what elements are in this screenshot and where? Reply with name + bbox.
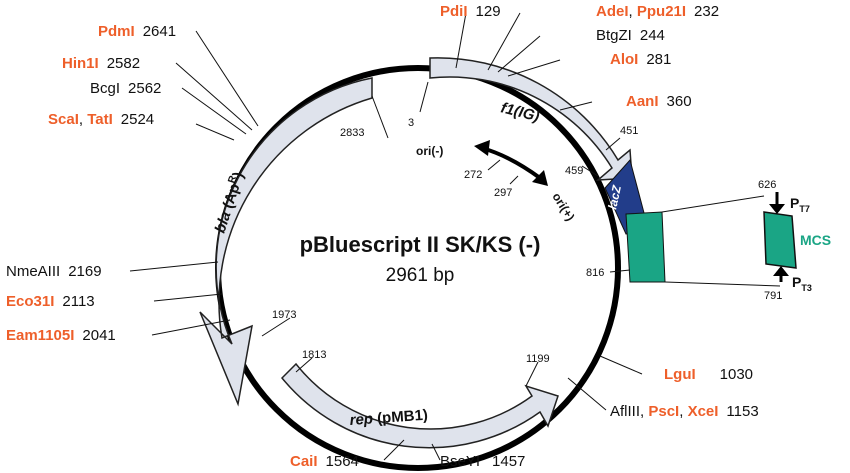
mcs-label: MCS [800,232,831,248]
t7-label: PT7 [790,195,810,214]
plasmid-title: pBluescript II SK/KS (-) [300,232,541,257]
coord-label: 791 [764,290,782,302]
coord-label: 3 [408,117,414,129]
coord-label: 1813 [302,349,326,361]
ori-arrow [474,140,548,186]
coord-label: 297 [494,187,512,199]
coord-label: 2833 [340,127,364,139]
rep-label: rep (pMB1) [349,407,428,429]
bla-arrow [199,77,373,407]
coord-label: 1199 [526,353,550,365]
ori-plus-label: ori(+) [549,190,577,223]
ori-minus-label: ori(-) [416,144,443,158]
coordinate-labels: 2833 3 451 459 272 297 626 816 791 1973 … [272,117,782,365]
t3-label: PT3 [792,274,812,293]
rep-arrow [280,362,559,449]
lacz-label: lacZ [605,184,624,211]
mcs-segment [625,211,666,283]
coord-label: 451 [620,125,638,137]
coord-label: 459 [565,165,583,177]
coord-label: 626 [758,179,776,191]
coord-label: 1973 [272,309,296,321]
mcs-leader-top [661,195,765,213]
plasmid-size: 2961 bp [386,265,455,286]
mcs-leader-bottom [664,281,781,287]
mcs-detail [763,211,797,269]
t7-promoter-arrow [769,192,785,214]
coord-label: 272 [464,169,482,181]
coord-label: 816 [586,267,604,279]
enzyme-leaders [129,12,643,461]
t3-promoter-arrow [773,266,789,282]
